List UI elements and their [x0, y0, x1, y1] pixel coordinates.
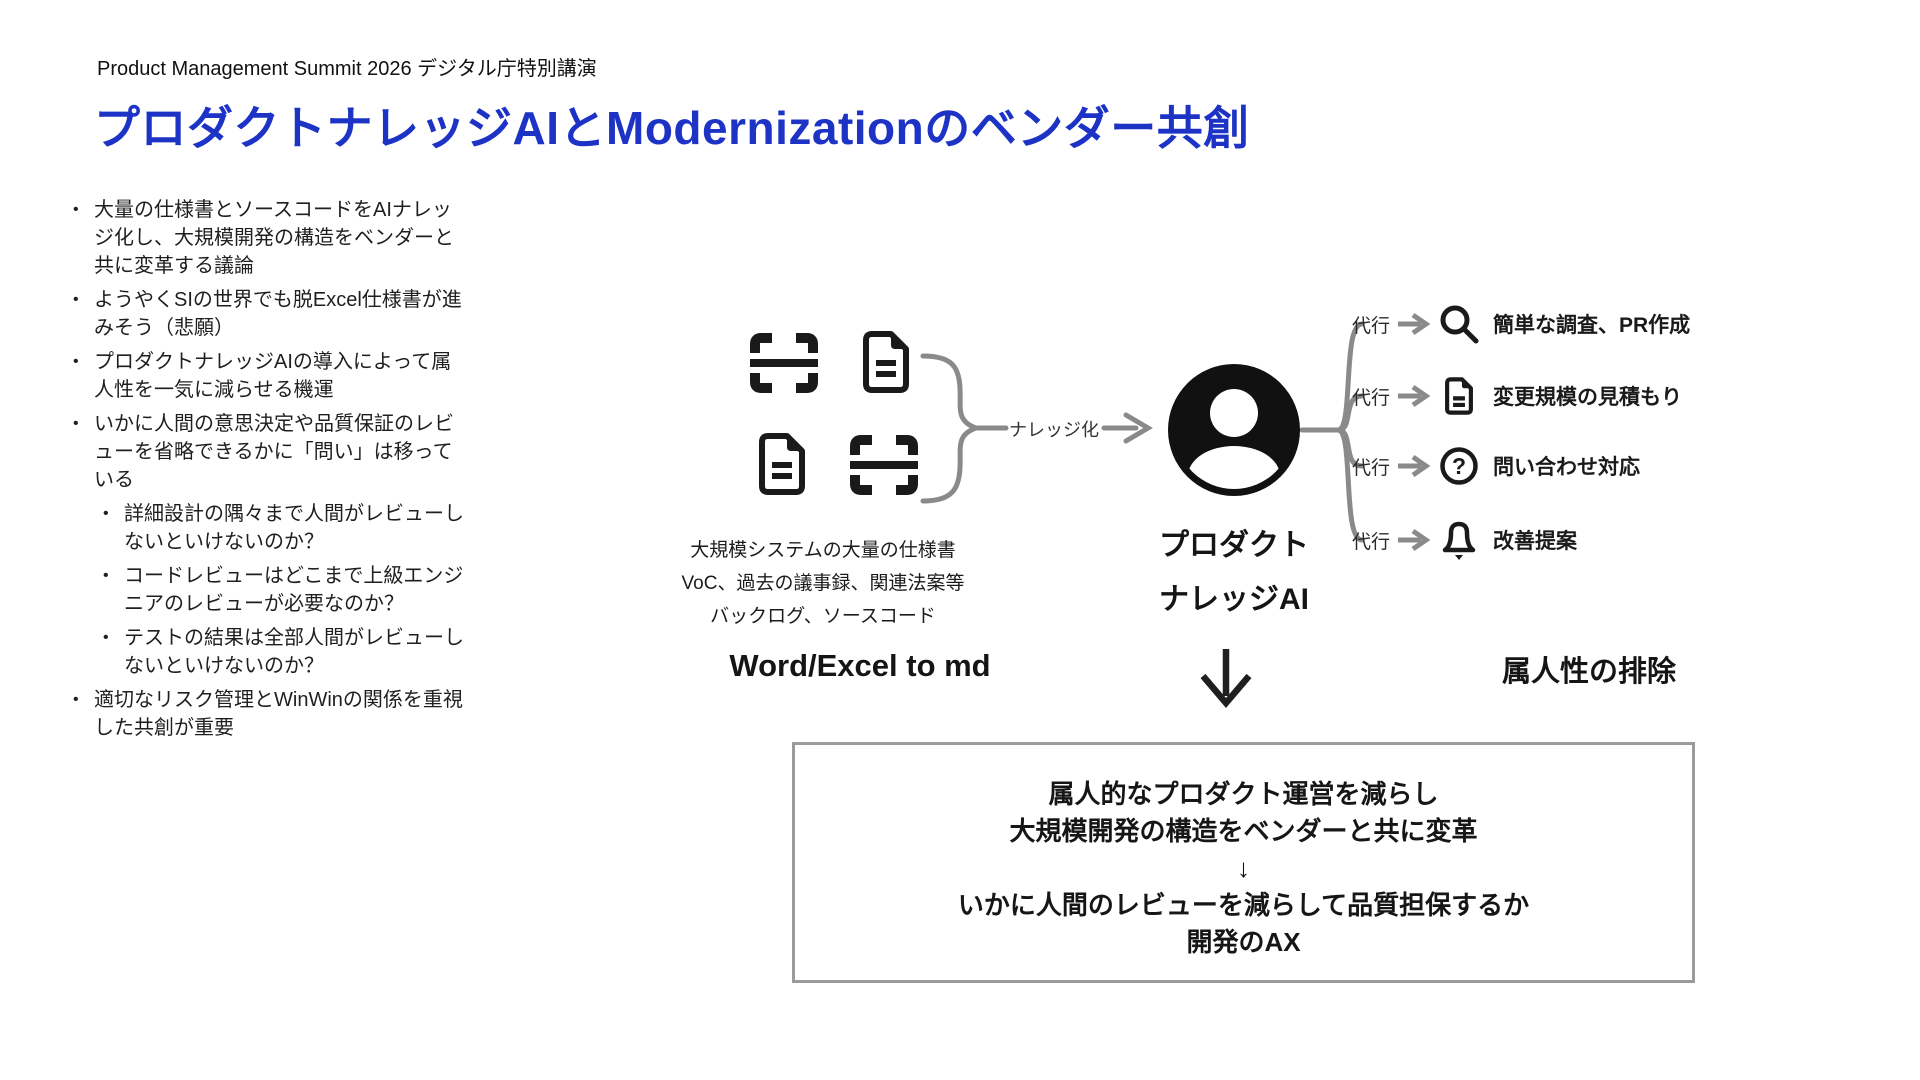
summary-box: 属人的なプロダクト運営を減らし 大規模開発の構造をベンダーと共に変革 ↓ いかに… [792, 742, 1695, 983]
delegation-label: 代行 [1352, 457, 1391, 479]
notes-list: 大量の仕様書とソースコードをAIナレッジ化し、大規模開発の構造をベンダーと共に変… [66, 196, 468, 742]
scan-icon [750, 333, 818, 393]
summary-down-arrow: ↓ [1237, 853, 1250, 883]
output-label: 改善提案 [1493, 530, 1578, 553]
svg-text:?: ? [1452, 453, 1466, 479]
delegation-label: 代行 [1352, 387, 1391, 409]
ai-label: プロダクト ナレッジAI [1084, 519, 1384, 627]
output-label: 変更規模の見積もり [1493, 386, 1683, 409]
output-row: 代行 改善提案 [1352, 518, 1577, 562]
caption-line: VoC、過去の議事録、関連法案等 [681, 573, 965, 594]
note-item: ようやくSIの世界でも脱Excel仕様書が進みそう（悲願） [66, 286, 468, 342]
caption-line: バックログ、ソースコード [710, 606, 936, 627]
output-label: 簡単な調査、PR作成 [1493, 314, 1691, 337]
down-arrow-icon [1200, 649, 1252, 709]
source-caption: 大規模システムの大量の仕様書 VoC、過去の議事録、関連法案等 バックログ、ソー… [608, 534, 1038, 633]
delegation-label: 代行 [1352, 531, 1391, 553]
summary-line: 大規模開発の構造をベンダーと共に変革 [1009, 816, 1478, 846]
document-icon [1445, 377, 1473, 415]
output-row: 代行 ? 問い合わせ対応 [1352, 444, 1640, 488]
bell-icon [1442, 521, 1476, 560]
summary-line: いかに人間のレビューを減らして品質担保するか [957, 890, 1530, 920]
document-icon [863, 331, 909, 393]
right-arrow-icon [1398, 312, 1431, 336]
document-icon [759, 433, 805, 495]
page-title: プロダクトナレッジAIとModernizationのベンダー共創 [94, 102, 1250, 154]
output-row: 代行 変更規模の見積もり [1352, 374, 1682, 418]
output-label: 問い合わせ対応 [1493, 456, 1641, 479]
right-arrow-icon [1398, 528, 1431, 552]
knowledge-arrow-icon [1101, 412, 1153, 444]
note-subitem: テストの結果は全部人間がレビューしないといけないのか？ [96, 624, 468, 680]
person-avatar-icon [1168, 364, 1300, 496]
right-arrow-icon [1398, 454, 1431, 478]
summary-line: 属人的なプロダクト運営を減らし [1048, 779, 1439, 809]
note-item: いかに人間の意思決定や品質保証のレビューを省略できるかに「問い」は移っている [66, 410, 468, 494]
note-subitem: 詳細設計の隅々まで人間がレビューしないといけないのか？ [96, 500, 468, 556]
event-kicker: Product Management Summit 2026 デジタル庁特別講演 [97, 58, 597, 80]
right-branch-brace [1335, 321, 1365, 543]
left-brace [920, 353, 984, 504]
scan-icon [850, 435, 918, 495]
note-item: 適切なリスク管理とWinWinの関係を重視した共創が重要 [66, 686, 468, 742]
ai-label-line: プロダクト [1159, 529, 1309, 562]
output-row: 代行 簡単な調査、PR作成 [1352, 302, 1690, 346]
search-icon [1440, 305, 1479, 344]
word-excel-to-md-note: Word/Excel to md [729, 648, 991, 683]
note-item: 大量の仕様書とソースコードをAIナレッジ化し、大規模開発の構造をベンダーと共に変… [66, 196, 468, 280]
summary-line: 開発のAX [1186, 927, 1301, 957]
ai-label-line: ナレッジAI [1159, 583, 1309, 616]
knowledge-arrow-label: ナレッジ化 [1009, 420, 1099, 440]
delegation-label: 代行 [1352, 315, 1391, 337]
outcome-note: 属人性の排除 [1502, 656, 1677, 688]
note-item: プロダクトナレッジAIの導入によって属人性を一気に減らせる機運 [66, 348, 468, 404]
question-icon: ? [1440, 447, 1478, 485]
right-arrow-icon [1398, 384, 1431, 408]
caption-line: 大規模システムの大量の仕様書 [690, 540, 956, 561]
note-subitem: コードレビューはどこまで上級エンジニアのレビューが必要なのか？ [96, 562, 468, 618]
